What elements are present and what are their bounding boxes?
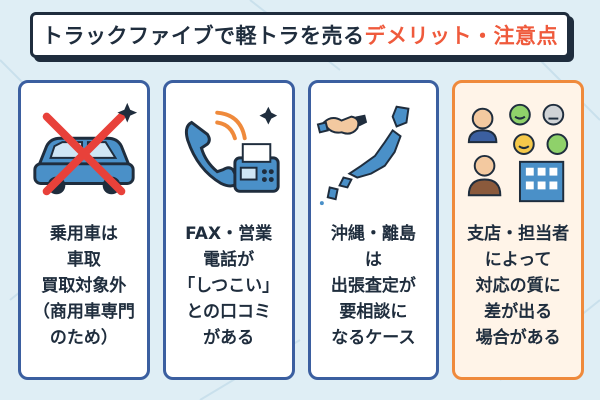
card-remote-islands: 沖縄・離島 は 出張査定が 要相談に なるケース [307,80,440,380]
title-main: トラックファイブで軽トラを売る [42,24,365,48]
card-fax-calls: FAX・営業 電話が 「しつこい」 との口コミ がある [162,80,295,380]
card-text: 乗用車は 車取 買取対象外 （商用車専門 のため） [32,224,135,348]
card-text: FAX・営業 電話が 「しつこい」 との口コミ がある [178,224,280,348]
phone-fax-icon [184,106,280,193]
card-text: 支店・担当者 によって 対応の質に 差が出る 場合がある [467,224,570,348]
card-row: 乗用車は 車取 買取対象外 （商用車専門 のため） FAX・営業 電話が 「しつ… [18,80,584,380]
japan-map-handshake-icon [317,105,410,206]
card-text: 沖縄・離島 は 出張査定が 要相談に なるケース [330,224,416,348]
staff-faces-building-icon [467,103,569,203]
page-title: トラックファイブで軽トラを売るデメリット・注意点 [30,12,570,58]
card-passenger-car: 乗用車は 車取 買取対象外 （商用車専門 のため） [18,80,150,380]
card-staff-quality: 支店・担当者 によって 対応の質に 差が出る 場合がある [452,80,584,380]
title-accent: デメリット・注意点 [364,24,558,48]
crossed-car-icon [33,102,137,196]
